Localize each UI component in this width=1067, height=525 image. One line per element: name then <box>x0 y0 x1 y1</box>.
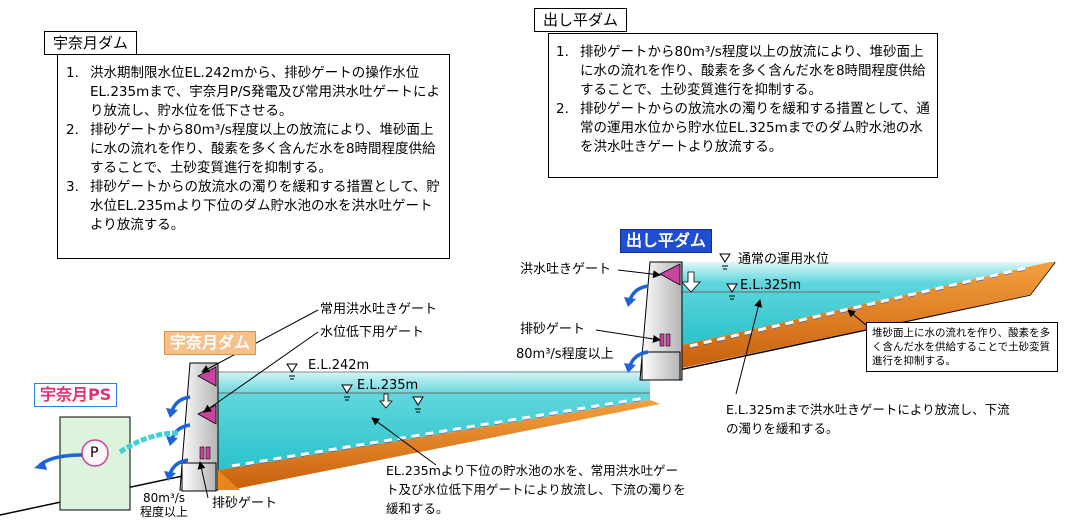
sediment-flow-note: 堆砂面上に水の流れを作り、酸素を多く含んだ水を供給することで土砂変質進行を抑制す… <box>866 322 1058 372</box>
list-item: 1.洪水期制限水位EL.242mから、排砂ゲートの操作水位EL.235mまで、宇… <box>66 65 440 119</box>
list-item: 1.排砂ゲートから80m³/s程度以上の放流により、堆砂面上に水の流れを作り、酸… <box>556 44 926 98</box>
unazuki-ps-tag: 宇奈月PS <box>34 383 118 407</box>
unazuki-sediment-gate-label: 排砂ゲート <box>212 496 278 511</box>
dashidaira-flow-label: 80m³/s程度以上 <box>516 347 614 362</box>
unazuki-el242-label: E.L.242m <box>308 358 370 373</box>
dashidaira-flood-gate-label: 洪水吐きゲート <box>520 262 612 277</box>
unazuki-lowering-gate-label: 水位低下用ゲート <box>320 325 425 340</box>
unazuki-sediment-gate <box>199 446 205 460</box>
dashidaira-sediment-gate <box>659 333 665 347</box>
unazuki-dam-tag: 宇奈月ダム <box>164 331 257 355</box>
dashidaira-dam-body <box>639 261 683 381</box>
unazuki-flood-gate-label: 常用洪水吐きゲート <box>320 302 438 317</box>
unazuki-sediment <box>218 400 660 490</box>
dashidaira-step-list: 1.排砂ゲートから80m³/s程度以上の放流により、堆砂面上に水の流れを作り、酸… <box>556 43 932 157</box>
unazuki-flow-line2: 程度以上 <box>140 505 189 519</box>
penstock <box>118 430 181 455</box>
dashidaira-flow-dashes <box>689 265 1031 348</box>
leader-lines <box>197 269 873 499</box>
water-level-symbol-325 <box>726 283 738 300</box>
unazuki-release-note: EL.235mより下位の貯水池の水を、常用洪水吐ゲート及び水位低下用ゲートにより… <box>386 463 686 516</box>
pump-circle <box>81 439 109 467</box>
dashidaira-el325-label: E.L.325m <box>740 278 802 293</box>
dashidaira-release-note: E.L.325mまで洪水吐きゲートにより放流し、下流の濁りを緩和する。 <box>726 402 1010 436</box>
unazuki-flow-label: 80m³/s 程度以上 <box>140 491 188 519</box>
water-level-symbol-242 <box>286 363 298 380</box>
list-item: 2.排砂ゲートからの放流水の濁りを緩和する措置として、通常の運用水位から貯水位E… <box>556 101 930 155</box>
level-down-arrow-dashidaira <box>681 271 701 293</box>
unazuki-steps-box <box>57 54 450 259</box>
dashidaira-box-title: 出し平ダム <box>534 8 628 32</box>
dashidaira-normal-level-label: 通常の運用水位 <box>738 252 830 267</box>
unazuki-step-list: 1.洪水期制限水位EL.242mから、排砂ゲートの操作水位EL.235mまで、宇… <box>66 64 444 235</box>
list-item: 3.排砂ゲートからの放流水の濁りを緩和する措置として、貯水位EL.235mより下… <box>66 179 440 233</box>
unazuki-outflow-arrows <box>168 395 191 475</box>
water-level-symbol-normal <box>719 253 731 270</box>
dashidaira-outflow-arrows <box>628 284 649 367</box>
water-level-symbol-235 <box>341 384 353 401</box>
dashidaira-dam-tag: 出し平ダム <box>620 229 713 253</box>
pump-label: P <box>90 445 99 461</box>
dashidaira-steps-box <box>548 33 938 178</box>
unazuki-flow-line1: 80m³/s <box>142 491 186 505</box>
list-item: 2.排砂ゲートから80m³/s程度以上の放流により、堆砂面上に水の流れを作り、酸… <box>66 122 436 176</box>
dashidaira-sediment <box>682 262 1055 368</box>
dashidaira-sediment-gate-label: 排砂ゲート <box>520 322 586 337</box>
unazuki-reservoir-water <box>218 370 650 470</box>
level-down-arrow-unazuki <box>379 393 393 409</box>
unazuki-box-title: 宇奈月ダム <box>44 31 138 55</box>
unazuki-el235-label: E.L.235m <box>357 378 419 393</box>
dashidaira-flood-gate <box>659 263 681 286</box>
water-level-symbol-235b <box>412 396 424 413</box>
